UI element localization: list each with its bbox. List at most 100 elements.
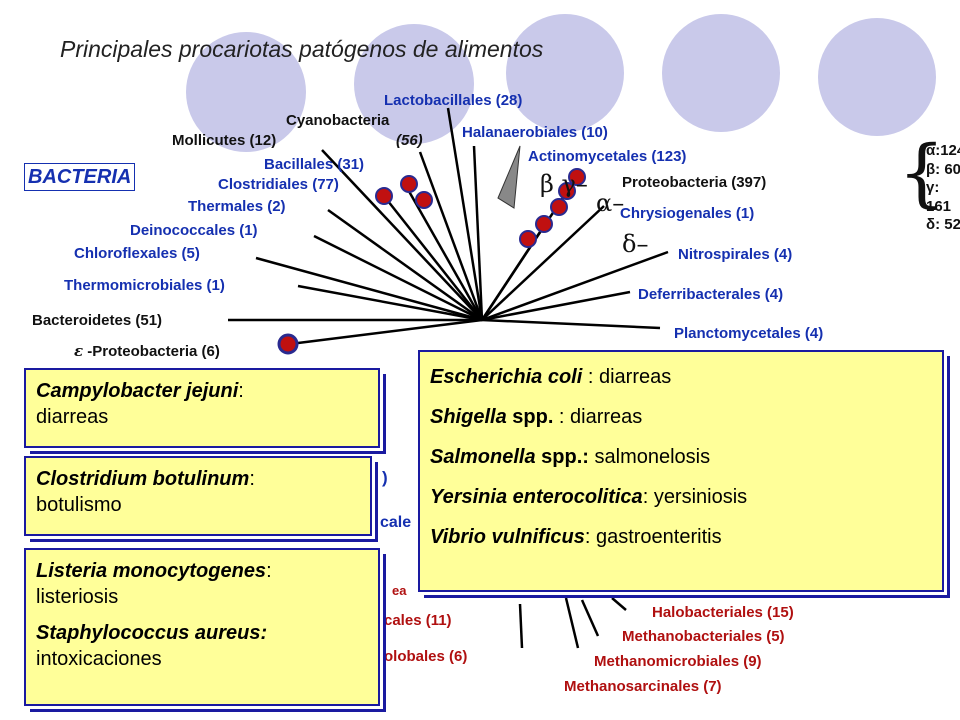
- label-cyanobacteria-count: (56): [396, 132, 423, 149]
- label-partial-paren: ): [382, 468, 388, 487]
- sep-vibrio: :: [584, 526, 596, 548]
- branch-archaea-1: [518, 603, 524, 649]
- decor-circle-3: [506, 14, 624, 132]
- greek-delta: δ–: [622, 230, 649, 258]
- disease-clostridium: botulismo: [36, 494, 122, 516]
- label-deferribacterales: Deferribacterales (4): [638, 286, 784, 303]
- branch-cyanobacteria: [418, 151, 484, 321]
- tree-branches: [228, 107, 669, 649]
- sep-clostridium: :: [249, 468, 255, 490]
- species-escherichia: Escherichia coli: [430, 366, 583, 388]
- marker-dot: [558, 182, 576, 200]
- label-bacteroidetes: Bacteroidetes (51): [32, 312, 163, 329]
- label-lactobacillales: Lactobacillales (28): [384, 92, 523, 109]
- species-staphylococcus: Staphylococcus aureus:: [36, 622, 268, 644]
- label-halobacteriales: Halobacteriales (15): [652, 604, 794, 621]
- branch-archaea-3: [580, 599, 600, 637]
- marker-dot: [375, 187, 393, 205]
- marker-dot: [535, 215, 553, 233]
- species-clostridium: Clostridium botulinum: [36, 468, 250, 490]
- branch-lactobacillales: [446, 107, 484, 321]
- disease-yersinia: yersiniosis: [653, 486, 748, 508]
- decor-circle-2: [354, 24, 474, 144]
- branch-thermales: [327, 208, 483, 322]
- disease-campylobacter: diarreas: [36, 406, 109, 428]
- count-delta: δ: 52: [926, 216, 960, 233]
- greek-beta-gamma: β γ–: [540, 170, 588, 198]
- branch-epsilon: [289, 318, 483, 346]
- branch-chloroflexales: [255, 256, 483, 322]
- count-alpha: α:124: [926, 142, 960, 159]
- sep-yersinia: :: [642, 486, 654, 508]
- proteobacteria-counts: α:124 β: 60 γ: 161 δ: 52: [926, 142, 960, 235]
- decor-circle-1: [186, 32, 306, 152]
- branch-thermomicrobiales: [297, 284, 483, 322]
- label-actinomycetales: Actinomycetales (123): [528, 148, 687, 165]
- species-suffix-shigella: spp.: [506, 406, 554, 428]
- disease-staphylococcus: intoxicaciones: [36, 648, 162, 670]
- label-partial-ea: ea: [392, 583, 407, 598]
- label-chloroflexales: Chloroflexales (5): [74, 245, 200, 262]
- label-methanobacteriales: Methanobacteriales (5): [622, 628, 785, 645]
- marker-dot: [568, 168, 586, 186]
- disease-listeria: listeriosis: [36, 586, 119, 608]
- marker-dot: [550, 198, 568, 216]
- disease-shigella: diarreas: [570, 406, 643, 428]
- page-title: Principales procariotas patógenos de ali…: [60, 36, 544, 62]
- label-bacillales: Bacillales (31): [264, 156, 365, 173]
- count-gamma: γ: 161: [926, 179, 952, 215]
- marker-dot: [277, 333, 299, 355]
- marker-dot: [519, 230, 537, 248]
- branch-deferribacterales: [481, 290, 631, 322]
- box-clostridium: Clostridium botulinum: botulismo: [24, 456, 372, 536]
- disease-vibrio: gastroenteritis: [595, 526, 722, 548]
- label-clostridiales: Clostridiales (77): [218, 176, 339, 193]
- species-campylobacter: Campylobacter jejuni: [36, 380, 239, 402]
- count-beta: β: 60: [926, 160, 960, 178]
- branch-archaea-4: [611, 597, 627, 611]
- species-suffix-salmonella: spp.:: [535, 446, 589, 468]
- label-cyanobacteria: Cyanobacteria: [286, 112, 390, 129]
- epsilon-text: -Proteobacteria (6): [87, 343, 220, 360]
- species-shigella: Shigella: [430, 406, 507, 428]
- label-thermomicrobiales: Thermomicrobiales (1): [64, 277, 225, 294]
- box-campylobacter: Campylobacter jejuni: diarreas: [24, 368, 380, 448]
- branch-clostridiales: [404, 185, 484, 321]
- label-deinococcales: Deinococcales (1): [130, 222, 258, 239]
- disease-salmonella: salmonelosis: [594, 446, 711, 468]
- box-listeria-staphylococcus: Listeria monocytogenes: listeriosis Stap…: [24, 548, 380, 706]
- label-nitrospirales: Nitrospirales (4): [678, 246, 793, 263]
- greek-alpha: α–: [596, 189, 625, 217]
- marker-dot: [400, 175, 418, 193]
- label-partial-olobales: olobales (6): [384, 648, 468, 665]
- label-mollicutes: Mollicutes (12): [172, 132, 277, 149]
- label-planctomycetales: Planctomycetales (4): [674, 325, 824, 342]
- label-partial-cale: cale: [380, 514, 412, 531]
- species-salmonella: Salmonella: [430, 446, 536, 468]
- label-methanosarcinales: Methanosarcinales (7): [564, 678, 722, 695]
- label-thermales: Thermales (2): [188, 198, 286, 215]
- branch-archaea-2: [564, 597, 580, 649]
- branch-nitrospirales: [481, 250, 669, 322]
- sep-escherichia: :: [582, 366, 599, 388]
- pathogen-markers: [277, 168, 586, 355]
- branch-halanaerobiales: [472, 145, 484, 321]
- box-enterics: Escherichia coli : diarreas Shigella spp…: [418, 350, 944, 592]
- label-halanaerobiales: Halanaerobiales (10): [462, 124, 608, 141]
- decor-circle-4: [662, 14, 780, 132]
- species-listeria: Listeria monocytogenes: [36, 560, 267, 582]
- label-methanomicrobiales: Methanomicrobiales (9): [594, 653, 762, 670]
- label-chrysiogenales: Chrysiogenales (1): [620, 205, 755, 222]
- branch-deinococcales: [313, 234, 483, 322]
- branch-mollicutes: [321, 149, 483, 321]
- disease-escherichia: diarreas: [598, 366, 672, 388]
- branch-bacillales: [383, 195, 483, 321]
- label-partial-cales: cales (11): [384, 612, 452, 629]
- sep-listeria: :: [266, 560, 272, 582]
- domain-label-bacteria: BACTERIA: [24, 163, 136, 191]
- marker-dot: [415, 191, 433, 209]
- sep-shigella: :: [553, 406, 571, 428]
- counts-brace: {: [898, 130, 946, 216]
- decor-circle-5: [818, 18, 936, 136]
